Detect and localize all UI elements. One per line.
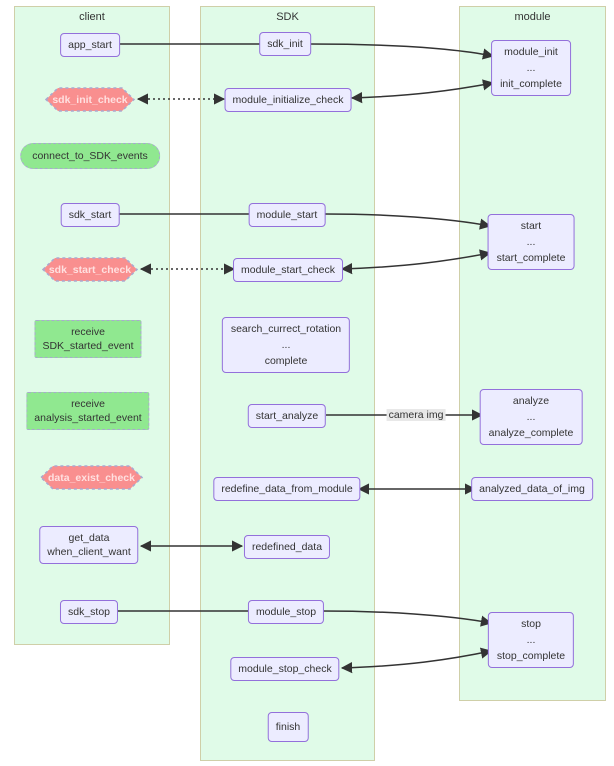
node-line: analyze — [512, 395, 550, 407]
hexagon-shape — [45, 87, 135, 112]
node-line: ... — [281, 339, 291, 351]
node-redefine-data-from-module: redefine_data_from_module — [213, 477, 361, 501]
subgraph-module-title: module — [514, 11, 551, 23]
hexagon-shape — [42, 257, 138, 282]
node-sdk-init: sdk_init — [259, 32, 311, 56]
node-line: ... — [526, 236, 536, 248]
node-sdk-start: sdk_start — [60, 203, 120, 227]
node-connect-to-sdk-events: connect_to_SDK_events — [20, 143, 160, 169]
node-module-start: module_start — [248, 203, 326, 227]
node-line: ... — [526, 62, 536, 74]
node-search-currect-rotation: search_currect_rotation ... complete — [221, 317, 351, 373]
node-get-data-when-client-want: get_data when_client_want — [39, 526, 139, 564]
node-line: receive — [71, 398, 105, 410]
node-receive-sdk-started-event: receive SDK_started_event — [34, 320, 142, 358]
node-line: get_data — [68, 532, 110, 544]
node-sdk-stop: sdk_stop — [59, 600, 119, 624]
node-data-exist-check-label: data_exist_check — [48, 471, 135, 484]
subgraph-sdk-title: SDK — [276, 11, 299, 23]
node-line: analyze_complete — [488, 427, 574, 439]
node-sdk-init-check-label: sdk_init_check — [52, 93, 128, 106]
node-analyzed-data-of-img: analyzed_data_of_img — [471, 477, 593, 501]
node-start-analyze: start_analyze — [247, 404, 327, 428]
node-app-start: app_start — [60, 33, 120, 57]
hexagon-shape — [40, 465, 143, 490]
node-sdk-start-check-label: sdk_start_check — [48, 263, 132, 276]
node-line: ... — [526, 634, 536, 646]
node-line: start — [520, 220, 542, 232]
node-module-start-check: module_start_check — [233, 258, 343, 282]
subgraph-module: module — [459, 6, 606, 701]
node-line: stop — [521, 618, 541, 630]
subgraph-sdk: SDK — [200, 6, 375, 761]
node-analyze: analyze ... analyze_complete — [479, 389, 583, 445]
node-line: search_currect_rotation — [230, 323, 342, 335]
node-sdk-init-check: sdk_init_check — [45, 87, 135, 112]
node-line: SDK_started_event — [42, 340, 134, 352]
node-line: analysis_started_event — [34, 412, 142, 424]
node-module-stop: module_stop — [247, 600, 325, 624]
node-start: start ... start_complete — [487, 214, 575, 270]
node-line: stop_complete — [496, 650, 566, 662]
node-line: start_complete — [496, 252, 566, 264]
node-sdk-start-check: sdk_start_check — [42, 257, 138, 282]
node-line: complete — [264, 355, 308, 367]
node-module-initialize-check: module_initialize_check — [224, 88, 352, 112]
edge-label-camera-img: camera img — [386, 409, 446, 421]
node-finish: finish — [267, 712, 309, 742]
node-line: init_complete — [500, 78, 562, 90]
node-line: receive — [71, 326, 105, 338]
subgraph-client-title: client — [79, 11, 105, 23]
node-data-exist-check: data_exist_check — [40, 465, 143, 490]
node-line: when_client_want — [47, 546, 131, 558]
node-redefined-data: redefined_data — [243, 535, 331, 559]
node-line: ... — [526, 411, 536, 423]
node-module-init: module_init ... init_complete — [491, 40, 571, 96]
node-module-stop-check: module_stop_check — [230, 657, 340, 681]
node-line: module_init — [504, 46, 558, 58]
node-stop: stop ... stop_complete — [487, 612, 575, 668]
node-receive-analysis-started-event: receive analysis_started_event — [26, 392, 150, 430]
